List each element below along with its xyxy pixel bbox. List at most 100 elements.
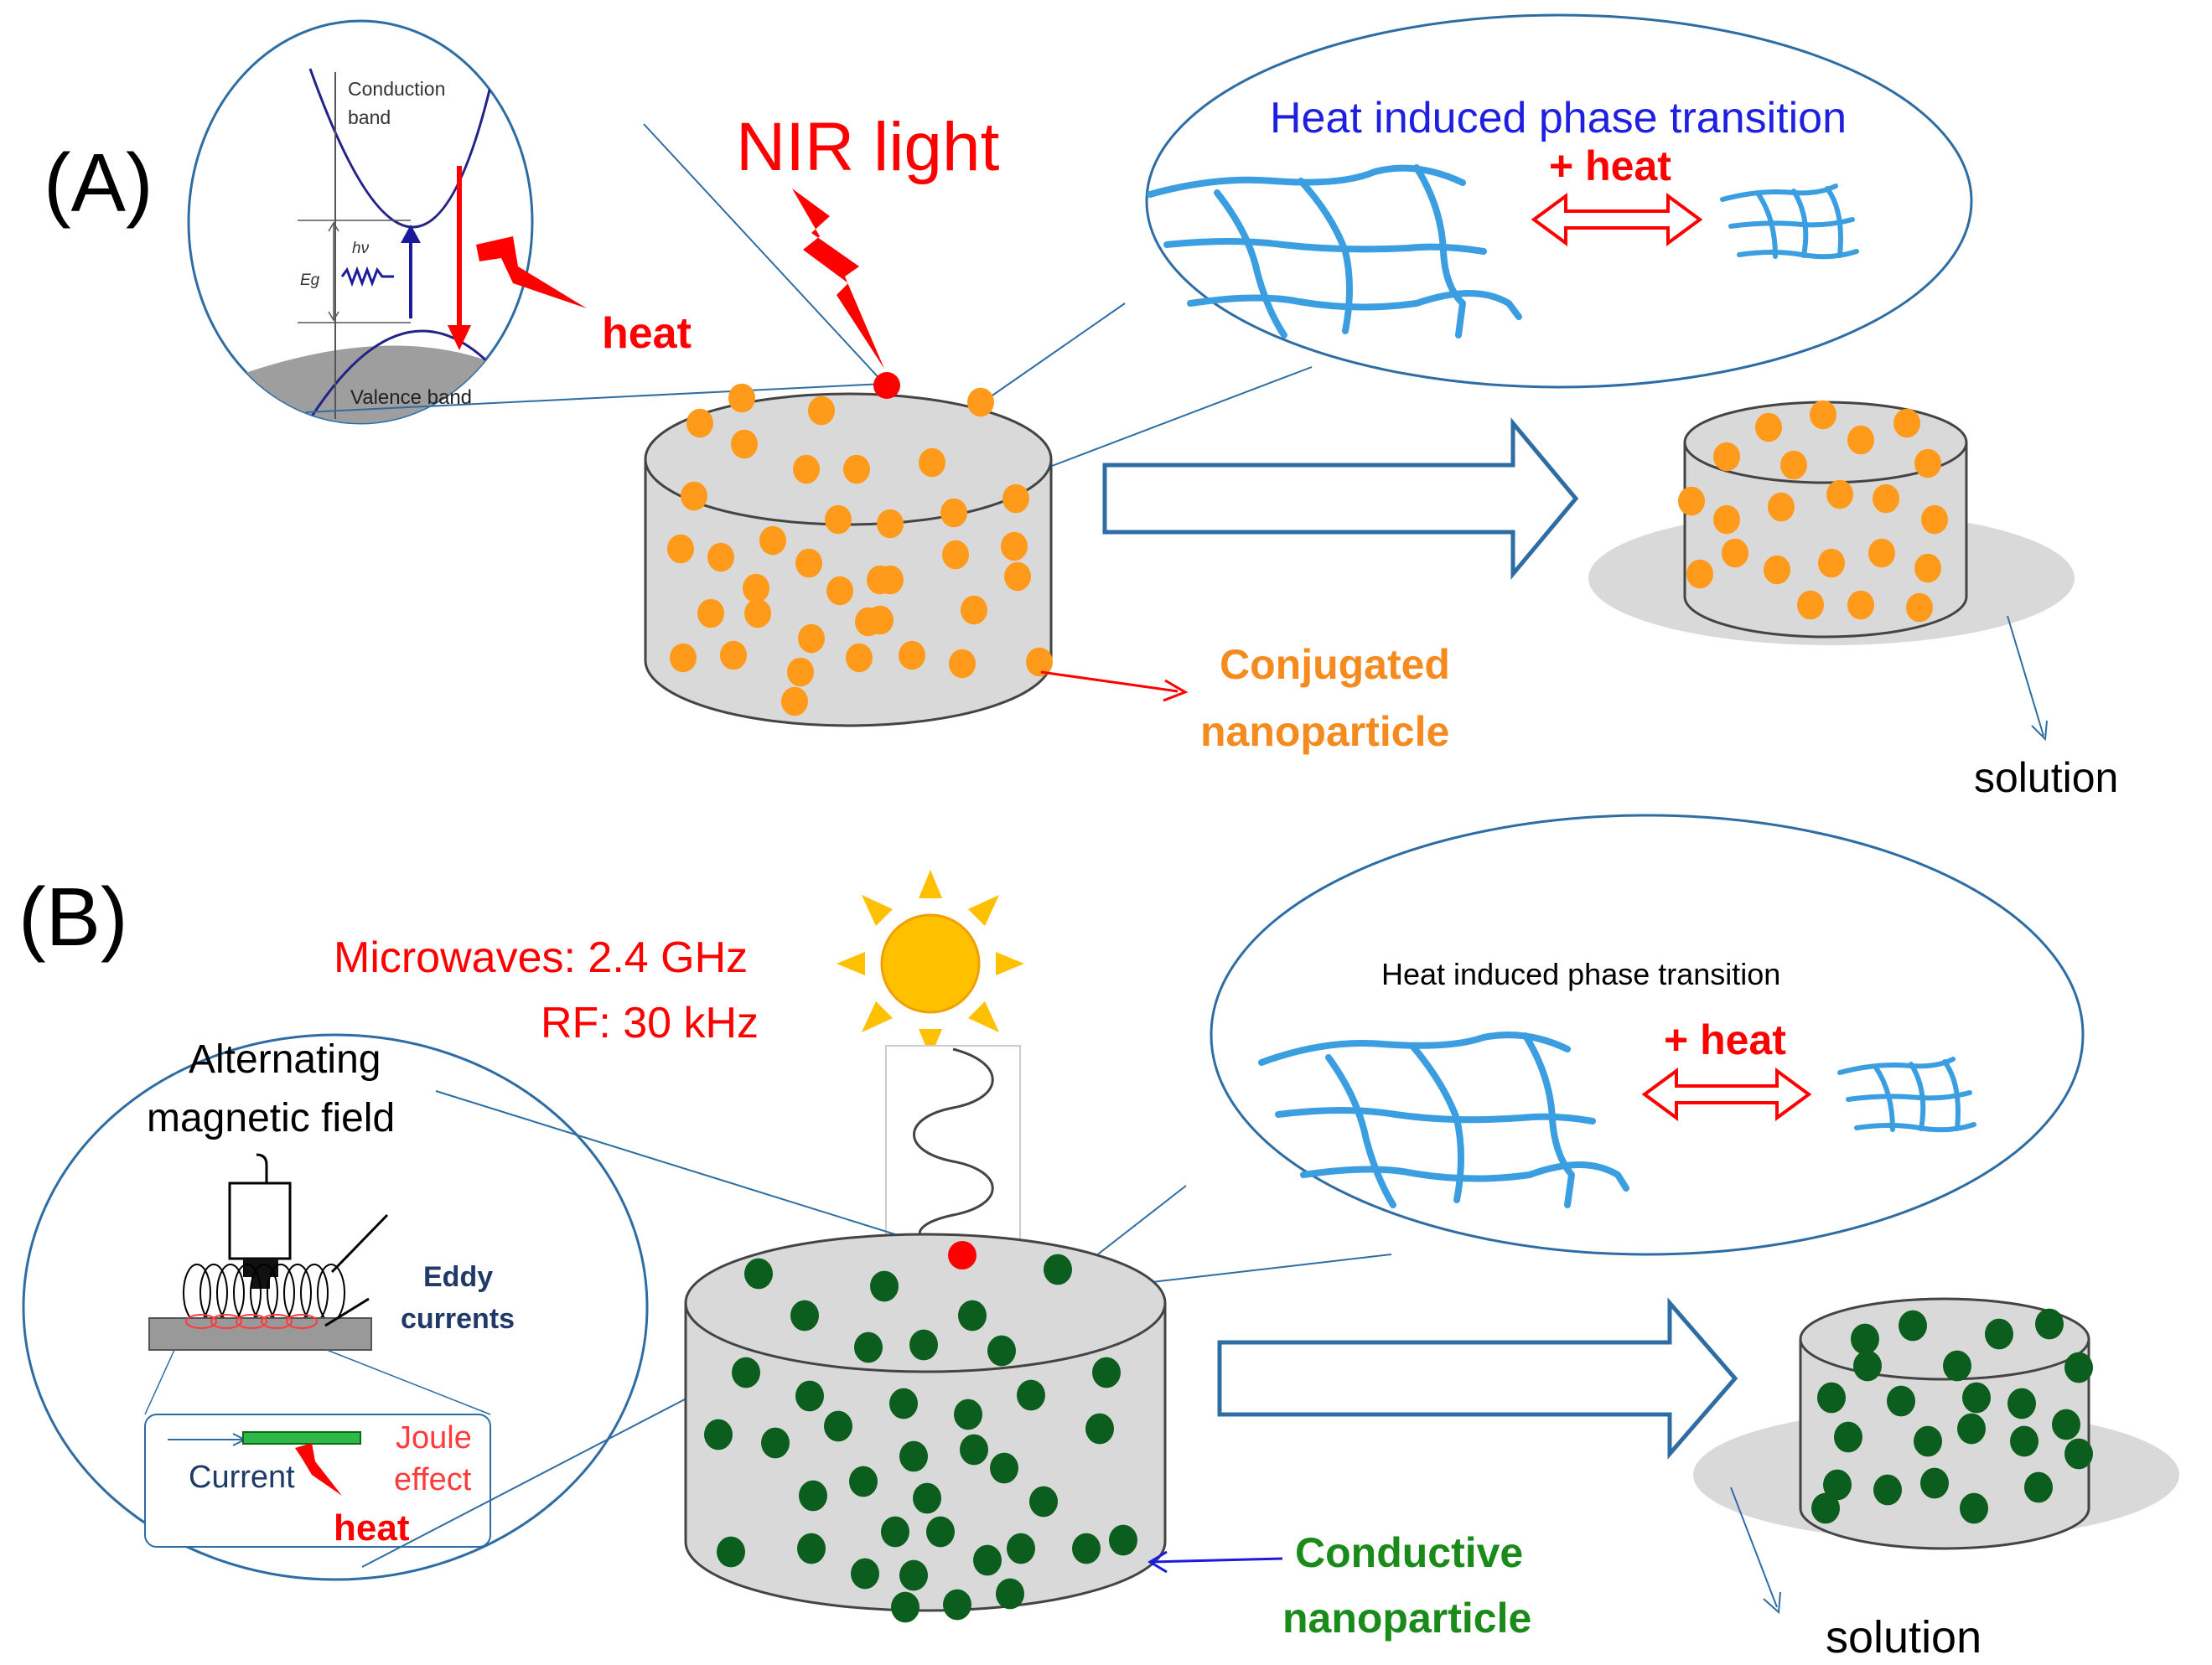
nanoparticle-dot (1893, 408, 1920, 438)
nanoparticle-dot (1962, 1382, 1991, 1414)
nanoparticle-dot (849, 1466, 878, 1497)
nanoparticle-label-a-2: nanoparticle (1200, 708, 1449, 755)
nanoparticle-dot (891, 1591, 920, 1623)
nanoparticle-dot (793, 454, 820, 484)
joule-effect-label-2: effect (394, 1462, 472, 1497)
process-arrow-b (1217, 1297, 1738, 1460)
nanoparticle-dot (670, 643, 697, 673)
plus-heat-label-b: + heat (1664, 1016, 1786, 1063)
nanoparticle-dot (717, 1536, 745, 1568)
nanoparticle-dot (899, 640, 925, 670)
nanoparticle-dot (1686, 559, 1713, 589)
conduction-band-label: Conduction (348, 78, 445, 100)
nanoparticle-dot (1755, 412, 1782, 442)
magnetic-field-label-1: Alternating (189, 1037, 381, 1082)
nanoparticle-dot (958, 1300, 987, 1331)
nanoparticle-dot (1797, 590, 1824, 620)
nanoparticle-dot (1826, 479, 1853, 509)
gel-cylinder-a (644, 372, 1053, 727)
nanoparticle-dot (787, 657, 814, 687)
nanoparticle-dot (759, 525, 786, 556)
nanoparticle-dot (1868, 538, 1895, 568)
nanoparticle-dot (1873, 483, 1899, 514)
nanoparticle-dot (1092, 1357, 1121, 1388)
nanoparticle-dot (744, 1258, 773, 1290)
polymer-network-expanded-a (1147, 164, 1522, 339)
sun-icon (837, 870, 1024, 1057)
nanoparticle-dot (1002, 483, 1029, 514)
nanoparticle-dot (1823, 1469, 1852, 1501)
nanoparticle-dot (697, 598, 724, 628)
nanoparticle-dot (1920, 1467, 1949, 1499)
nanoparticle-dot (1713, 442, 1740, 472)
gel-cylinder-b (684, 1233, 1167, 1623)
nanoparticle-dot (1985, 1318, 2013, 1350)
nanoparticle-dot (919, 447, 945, 478)
nanoparticle-dot (707, 542, 734, 572)
nanoparticle-dot (824, 1410, 852, 1442)
nir-lightning-icon (792, 189, 884, 369)
nanoparticle-dot (667, 534, 694, 564)
current-label: Current (189, 1460, 295, 1495)
nanoparticle-dot (987, 1335, 1016, 1367)
polymer-network-shrunk-b (1837, 1057, 1976, 1133)
nanoparticle-dot (1906, 592, 1933, 623)
joule-lightning-icon (295, 1443, 342, 1496)
electromagnetic-wave (885, 1045, 1021, 1241)
induction-coil-icon (148, 1153, 389, 1351)
nanoparticle-dot (1847, 425, 1874, 455)
nanoparticle-dot (795, 548, 822, 578)
nanoparticle-dot (854, 1331, 883, 1363)
nanoparticle-dot (795, 1380, 824, 1412)
nanoparticle-dot (1960, 1492, 1988, 1524)
conjugated-nanoparticles-small (1678, 400, 1948, 623)
nanoparticle-dot (1914, 1425, 1942, 1457)
process-arrow-a (1102, 417, 1579, 580)
nanoparticle-dot (1853, 1350, 1882, 1382)
nanoparticle-dot (732, 1357, 760, 1388)
nanoparticle-dot (731, 429, 758, 459)
nanoparticle-dot (1044, 1254, 1072, 1285)
nanoparticle-dot (744, 598, 771, 628)
nanoparticle-dot (851, 1558, 879, 1590)
nanoparticle-dot (996, 1578, 1024, 1610)
nanoparticle-dot (2024, 1471, 2053, 1503)
solution-label-b: solution (1826, 1612, 1981, 1662)
nanoparticle-dot (2064, 1438, 2093, 1470)
phase-transition-bubble-a: Heat induced phase transition + heat (1145, 13, 1973, 389)
polymer-network-shrunk-a (1720, 184, 1859, 260)
nanoparticle-dot (960, 1434, 988, 1466)
panel-b-label: (B) (18, 871, 128, 963)
nanoparticle-dot (1017, 1379, 1045, 1411)
lightning-icon (476, 236, 587, 308)
panel-b: (B) Microwaves: 2.4 GHz RF: 30 kHz (18, 814, 2179, 1662)
nanoparticle-dot (940, 498, 967, 528)
band-heat-label: heat (602, 309, 692, 358)
magnetic-field-magnifier: Alternating magnetic field (22, 1033, 649, 1581)
band-diagram-magnifier: Conduction band Valence band hν Eg (187, 19, 587, 425)
nanoparticle-dot (704, 1419, 733, 1450)
nanoparticle-dot (2052, 1409, 2080, 1440)
nanoparticle-label-b-2: nanoparticle (1282, 1595, 1531, 1642)
eddy-currents-label-2: currents (401, 1303, 515, 1335)
nanoparticle-dot (1810, 400, 1836, 430)
nanoparticle-dot (743, 573, 769, 603)
nanoparticle-dot (899, 1559, 928, 1591)
phase-transition-bubble-b: Heat induced phase transition + heat (1210, 814, 2085, 1256)
nanoparticle-dot (1678, 486, 1705, 516)
nanoparticle-label-b: Conductive (1295, 1529, 1523, 1576)
nanoparticle-dot (855, 607, 882, 637)
double-arrow-icon-a (1531, 193, 1703, 246)
nanoparticle-dot (1873, 1474, 1902, 1506)
nanoparticle-dot (1914, 448, 1941, 478)
nanoparticle-dot (1768, 492, 1795, 522)
nanoparticle-dot (1713, 504, 1740, 535)
nanoparticle-dot (1780, 450, 1807, 480)
nanoparticle-dot (1818, 548, 1845, 578)
nanoparticle-dot (686, 408, 713, 438)
joule-effect-label-1: Joule (396, 1420, 472, 1456)
nir-hotspot (873, 372, 900, 399)
nanoparticle-dot (1847, 590, 1874, 620)
phase-transition-title-b: Heat induced phase transition (1381, 957, 1780, 991)
